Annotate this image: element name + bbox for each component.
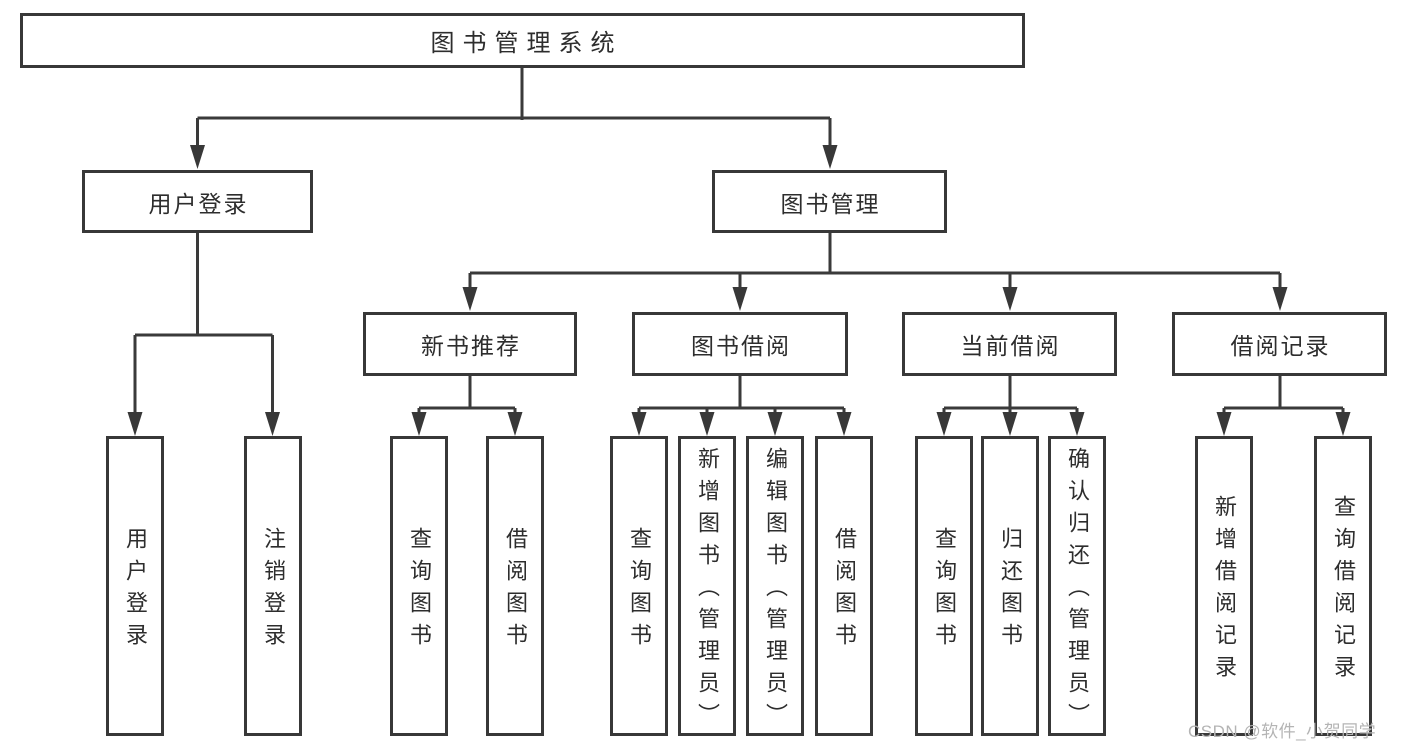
- node-label: 借阅记录: [1230, 333, 1331, 359]
- arrow-down-icon: [1069, 412, 1085, 436]
- node-user-login-module: 用户登录: [82, 170, 313, 233]
- node-edit-books-admin: 编辑图书（管理员）: [746, 436, 804, 736]
- node-query-borrow-record: 查询借阅记录: [1314, 436, 1372, 736]
- node-add-borrow-record: 新增借阅记录: [1195, 436, 1253, 736]
- node-label: 新增图书（管理员）: [695, 447, 720, 735]
- arrow-down-icon: [1335, 412, 1351, 436]
- node-label: 查询图书: [932, 527, 957, 655]
- connector-new-book-recommend-to-children: [417, 376, 517, 414]
- arrow-down-icon: [127, 412, 143, 436]
- arrow-down-icon: [836, 412, 852, 436]
- node-label: 查询图书: [627, 527, 652, 655]
- node-label: 新书推荐: [421, 333, 521, 359]
- arrow-down-icon: [265, 412, 280, 436]
- node-label: 注销登录: [261, 527, 286, 655]
- connector-root-to-level2: [196, 68, 832, 147]
- node-borrow-books-borrowing: 借阅图书: [815, 436, 873, 736]
- arrow-down-icon: [631, 412, 647, 436]
- connector-borrowing-records-to-children: [1222, 376, 1345, 414]
- arrow-down-icon: [1002, 412, 1018, 436]
- node-label: 查询图书: [407, 527, 432, 655]
- node-confirm-return-admin: 确认归还（管理员）: [1048, 436, 1106, 736]
- node-book-borrowing: 图书借阅: [632, 312, 848, 376]
- node-return-books: 归还图书: [981, 436, 1039, 736]
- node-label: 借阅图书: [832, 527, 857, 655]
- node-label: 编辑图书（管理员）: [763, 447, 788, 735]
- arrow-down-icon: [699, 412, 715, 436]
- arrow-down-icon: [1272, 287, 1288, 311]
- node-new-book-recommend: 新书推荐: [363, 312, 577, 376]
- arrow-down-icon: [822, 145, 838, 169]
- arrow-down-icon: [411, 412, 427, 436]
- node-library-management-system: 图书管理系统: [20, 13, 1025, 68]
- arrow-down-icon: [1216, 412, 1232, 436]
- arrow-down-icon: [507, 412, 523, 436]
- node-current-borrowing: 当前借阅: [902, 312, 1117, 376]
- connector-current-borrowing-to-children: [942, 376, 1079, 414]
- arrow-down-icon: [462, 287, 478, 311]
- connector-user-login-to-children: [133, 233, 274, 414]
- arrow-down-icon: [1002, 287, 1018, 311]
- node-label: 用户登录: [123, 527, 148, 655]
- arrow-down-icon: [936, 412, 952, 436]
- node-logout-leaf: 注销登录: [244, 436, 302, 736]
- node-label: 查询借阅记录: [1331, 495, 1356, 687]
- node-query-books-recommend: 查询图书: [390, 436, 448, 736]
- node-label: 当前借阅: [960, 333, 1061, 359]
- node-label: 归还图书: [998, 527, 1023, 655]
- csdn-watermark: CSDN @软件_小贺同学: [1188, 722, 1377, 741]
- node-label: 图书管理: [780, 190, 881, 217]
- node-label: 用户登录: [148, 190, 249, 217]
- node-borrowing-records: 借阅记录: [1172, 312, 1387, 376]
- node-label: 图书借阅: [691, 333, 791, 359]
- connector-book-borrowing-to-children: [637, 376, 846, 414]
- node-label: 借阅图书: [503, 527, 528, 655]
- node-query-books-current: 查询图书: [915, 436, 973, 736]
- node-label: 图书管理系统: [430, 30, 623, 57]
- arrow-down-icon: [190, 145, 205, 169]
- node-add-books-admin: 新增图书（管理员）: [678, 436, 736, 736]
- arrow-down-icon: [767, 412, 783, 436]
- node-label: 新增借阅记录: [1212, 495, 1237, 687]
- node-user-login-leaf: 用户登录: [106, 436, 164, 736]
- connector-book-management-to-level3: [468, 233, 1282, 289]
- node-label: 确认归还（管理员）: [1065, 447, 1090, 735]
- node-borrow-books-recommend: 借阅图书: [486, 436, 544, 736]
- arrow-down-icon: [732, 287, 748, 311]
- node-book-management-module: 图书管理: [712, 170, 947, 233]
- node-query-books-borrowing: 查询图书: [610, 436, 668, 736]
